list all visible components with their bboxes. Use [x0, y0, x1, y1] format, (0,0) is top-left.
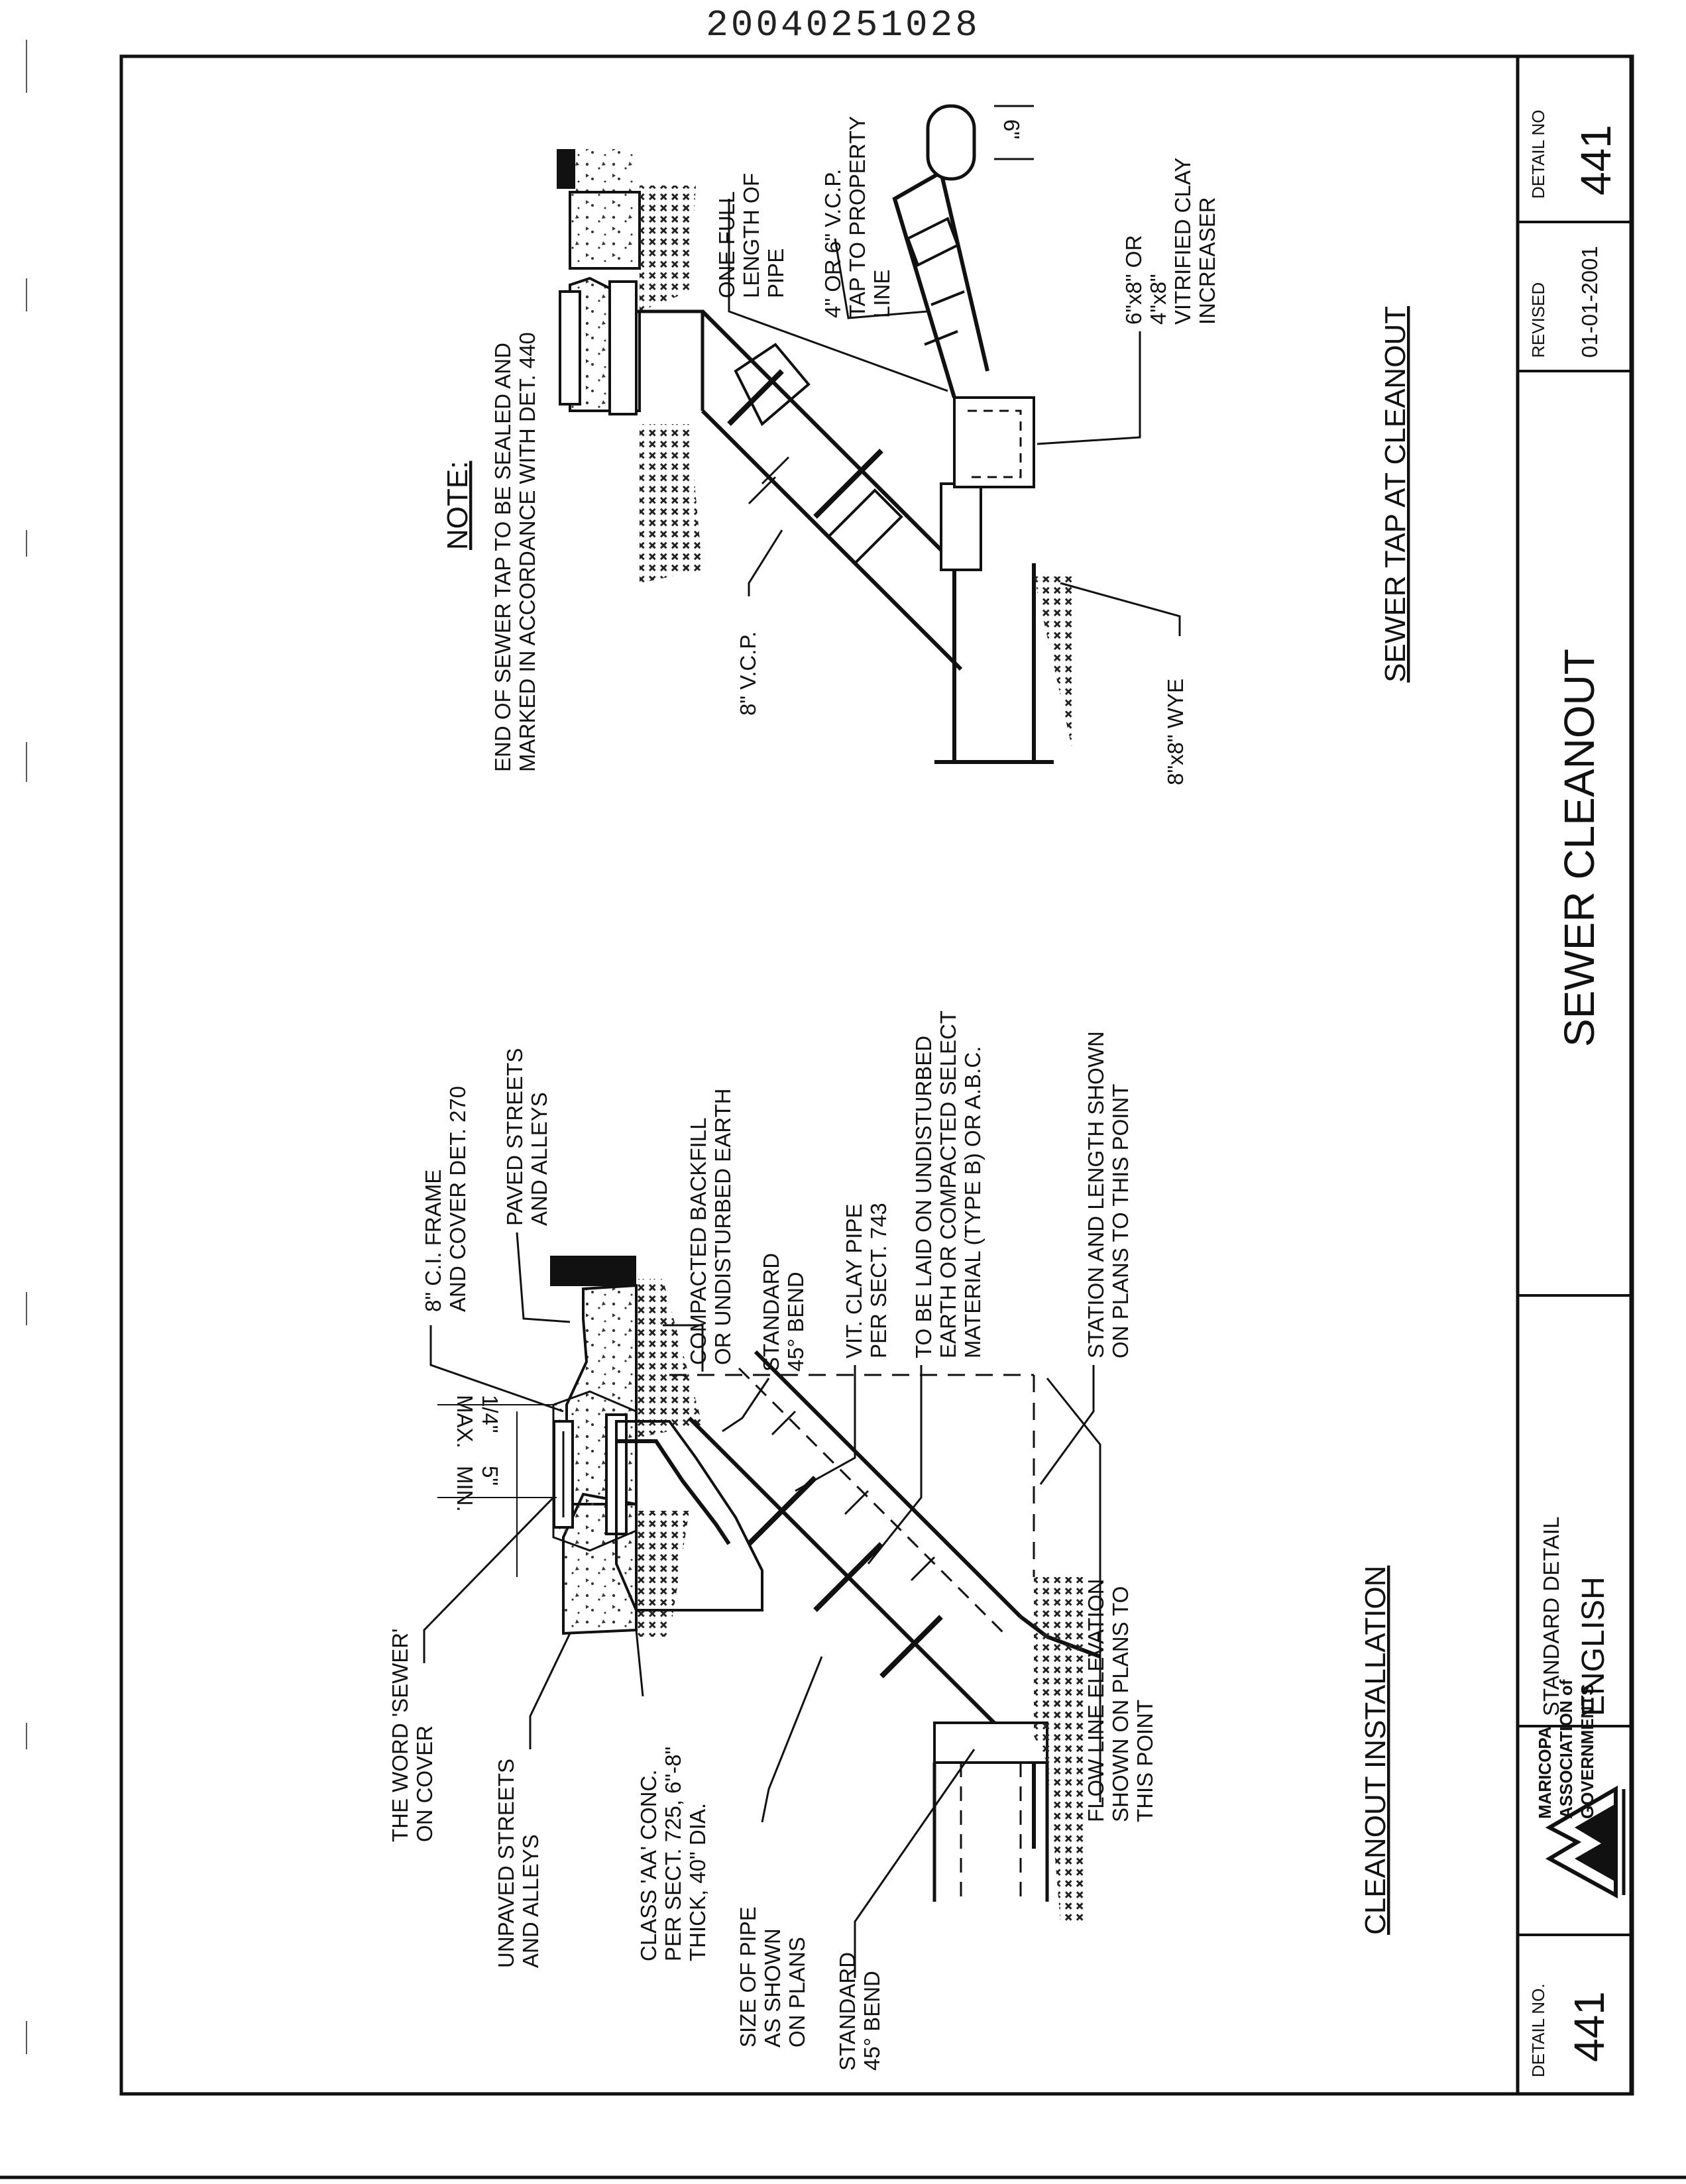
label-paved-2: AND ALLEYS [527, 1092, 551, 1226]
label-word-sewer-2: ON COVER [412, 1725, 437, 1842]
cleanout-installation-drawing [437, 1256, 1101, 1922]
label-dim-5-min-sub: MIN. [453, 1466, 477, 1512]
label-size-pipe-3: ON PLANS [785, 1937, 809, 2048]
outer-border [119, 54, 1634, 2096]
drawing-title: SEWER CLEANOUT [1555, 649, 1603, 1047]
label-vit-clay: VIT. CLAY PIPE [842, 1203, 866, 1358]
note-title: NOTE: [441, 461, 474, 550]
label-dim-5-min: 5" [478, 1466, 502, 1486]
label-laid-2: EARTH OR COMPACTED SELECT [936, 1010, 960, 1358]
label-class-aa-3: THICK, 40" DIA. [685, 1803, 710, 1961]
units-english: ENGLISH [1576, 1576, 1611, 1716]
label-std-bend-lower-2: 45° BEND [860, 1971, 884, 2071]
org-line-2: ASSOCIATION of [1556, 1679, 1576, 1819]
label-class-aa-2: PER SECT. 725, 6"-8" [661, 1747, 685, 1961]
label-dim-6in: 6" [999, 119, 1024, 139]
label-unpaved: UNPAVED STREETS [494, 1759, 518, 1968]
label-backfill: COMPACTED BACKFILL [686, 1118, 710, 1365]
label-std-bend-upper-2: 45° BEND [783, 1272, 808, 1372]
label-size-pipe: SIZE OF PIPE [736, 1906, 760, 2048]
label-tap: 4" OR 6" V.C.P. [820, 169, 845, 318]
detail-no-right: 441 [1572, 125, 1620, 195]
label-flow-line-3: THIS POINT [1133, 1700, 1157, 1822]
label-flow-line-2: SHOWN ON PLANS TO [1108, 1586, 1133, 1822]
label-8in-vcp: 8" V.C.P. [736, 631, 760, 716]
label-vit-clay-2: PER SECT. 743 [866, 1203, 891, 1358]
label-backfill-2: OR UNDISTURBED EARTH [710, 1089, 735, 1365]
sewer-tap-leaders [728, 199, 1181, 636]
standard-detail: STANDARD DETAIL [1539, 1517, 1563, 1716]
label-unpaved-2: AND ALLEYS [518, 1834, 543, 1968]
label-std-bend-upper: STANDARD [759, 1253, 783, 1372]
label-class-aa: CLASS 'AA' CONC. [636, 1769, 661, 1961]
label-station: STATION AND LENGTH SHOWN [1084, 1031, 1108, 1358]
org-line-1: MARICOPA [1535, 1726, 1555, 1819]
org-line-3: GOVERNMENTS [1577, 1684, 1597, 1819]
revised-label: REVISED [1528, 282, 1548, 358]
cleanout-labels: CLEANOUT INSTALLATION THE WORD 'SEWER' O… [388, 1010, 1392, 2071]
label-increaser-2: 4"x8" [1146, 274, 1170, 325]
label-flow-line: FLOW LINE ELEVATION [1084, 1579, 1108, 1822]
label-word-sewer: THE WORD 'SEWER' [388, 1629, 412, 1842]
label-frame: 8" C.I. FRAME [421, 1170, 445, 1312]
sewer-tap-drawing [557, 104, 1074, 764]
label-increaser: 6"x8" OR [1121, 235, 1146, 325]
label-paved: PAVED STREETS [502, 1048, 527, 1226]
label-increaser-4: INCREASER [1195, 197, 1219, 325]
label-wye: 8"x8" WYE [1163, 679, 1188, 785]
label-std-bend-lower: STANDARD [835, 1952, 860, 2071]
label-dim-quarter-max: 1/4" [478, 1395, 502, 1433]
detail-no-label-left: DETAIL NO. [1528, 1983, 1548, 2077]
label-full-length-2: LENGTH OF [739, 173, 763, 298]
label-full-length-3: PIPE [763, 248, 788, 298]
title-cleanout: CLEANOUT INSTALLATION [1359, 1566, 1392, 1935]
cleanout-leaders [423, 1232, 1101, 1978]
label-increaser-3: VITRIFIED CLAY [1170, 158, 1195, 325]
label-tap-3: LINE [870, 270, 894, 318]
label-station-2: ON PLANS TO THIS POINT [1108, 1084, 1133, 1358]
revised-date: 01-01-2001 [1577, 246, 1602, 358]
page-number: 20040251028 [706, 4, 980, 46]
label-full-length: ONE FULL [714, 191, 739, 298]
detail-no-label-right: DETAIL NO [1528, 110, 1548, 199]
title-block: DETAIL NO. 441 MARICOPA ASSOCIATION of G… [1516, 56, 1632, 2094]
label-dim-quarter-max-sub: MAX. [453, 1395, 477, 1448]
label-frame-2: AND COVER DET. 270 [445, 1086, 470, 1312]
label-size-pipe-2: AS SHOWN [760, 1928, 785, 2048]
detail-no-left: 441 [1565, 1991, 1613, 2062]
mag-logo [1545, 1785, 1626, 1899]
note-line-1: END OF SEWER TAP TO BE SEALED AND [490, 343, 515, 772]
sewer-tap-labels: SEWER TAP AT CLEANOUT NOTE: END OF SEWER… [441, 116, 1412, 785]
label-laid-3: MATERIAL (TYPE B) OR A.B.C. [960, 1046, 985, 1358]
label-tap-2: TAP TO PROPERTY [845, 116, 870, 318]
label-laid: TO BE LAID ON UNDISTURBED [911, 1036, 936, 1358]
note-line-2: MARKED IN ACCORDANCE WITH DET. 440 [515, 332, 539, 772]
title-sewer-tap: SEWER TAP AT CLEANOUT [1379, 306, 1412, 682]
